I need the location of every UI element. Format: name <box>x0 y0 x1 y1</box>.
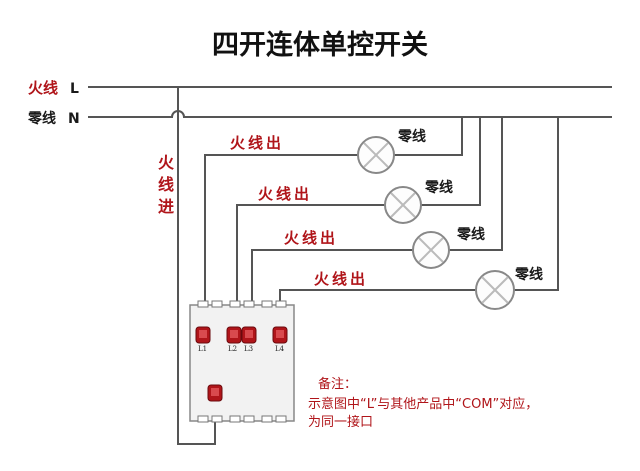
output-wire-4 <box>279 289 475 305</box>
note-heading: 备注： <box>318 376 357 392</box>
lamp-label-4: 零线 <box>514 266 543 283</box>
lamp-icon-1 <box>357 136 395 174</box>
output-wire-1 <box>204 154 358 305</box>
neutral-wire-3 <box>449 117 503 251</box>
neutral-line-letter: N <box>68 111 80 127</box>
switch-body <box>189 300 295 423</box>
terminal-label-l4: L4 <box>275 345 285 353</box>
output-label-3: 火线出 <box>284 229 338 247</box>
neutral-wire-2 <box>421 117 481 206</box>
neutral-wire-4 <box>514 117 559 291</box>
neutral-line-name: 零线 <box>27 110 56 127</box>
terminal-l2 <box>226 326 242 344</box>
lamp-label-3: 零线 <box>456 226 485 243</box>
diagram-title: 四开连体单控开关 <box>212 29 428 61</box>
live-line-name: 火线 <box>28 79 58 97</box>
terminal-label-l2: L2 <box>228 345 237 353</box>
live-in-char-2: 线 <box>158 175 174 194</box>
note-line-1: 示意图中“L”与其他产品中“COM”对应， <box>308 396 538 412</box>
terminal-l4 <box>272 326 288 344</box>
neutral-line <box>88 110 612 118</box>
terminal-l3 <box>241 326 257 344</box>
output-label-1: 火线出 <box>230 134 284 152</box>
neutral-wire-1 <box>393 117 463 156</box>
output-label-4: 火线出 <box>314 270 368 288</box>
live-in-char-3: 进 <box>158 197 174 216</box>
output-label-2: 火线出 <box>258 185 312 203</box>
live-line-letter: L <box>70 81 79 97</box>
note-line-2: 为同一接口 <box>308 414 373 430</box>
lamp-label-2: 零线 <box>424 179 453 196</box>
output-wire-3 <box>251 249 413 305</box>
terminal-label-l1: L1 <box>198 345 207 353</box>
lamp-icon-4 <box>475 270 515 310</box>
terminal-label-l3: L3 <box>244 345 253 353</box>
lamp-icon-3 <box>412 231 450 269</box>
live-in-wire <box>177 87 216 445</box>
terminal-l1 <box>195 326 211 344</box>
lamp-icon-2 <box>384 186 422 224</box>
live-in-char-1: 火 <box>158 153 175 172</box>
terminal-common <box>207 384 223 402</box>
output-wire-2 <box>236 204 385 305</box>
lamp-label-1: 零线 <box>397 128 426 145</box>
